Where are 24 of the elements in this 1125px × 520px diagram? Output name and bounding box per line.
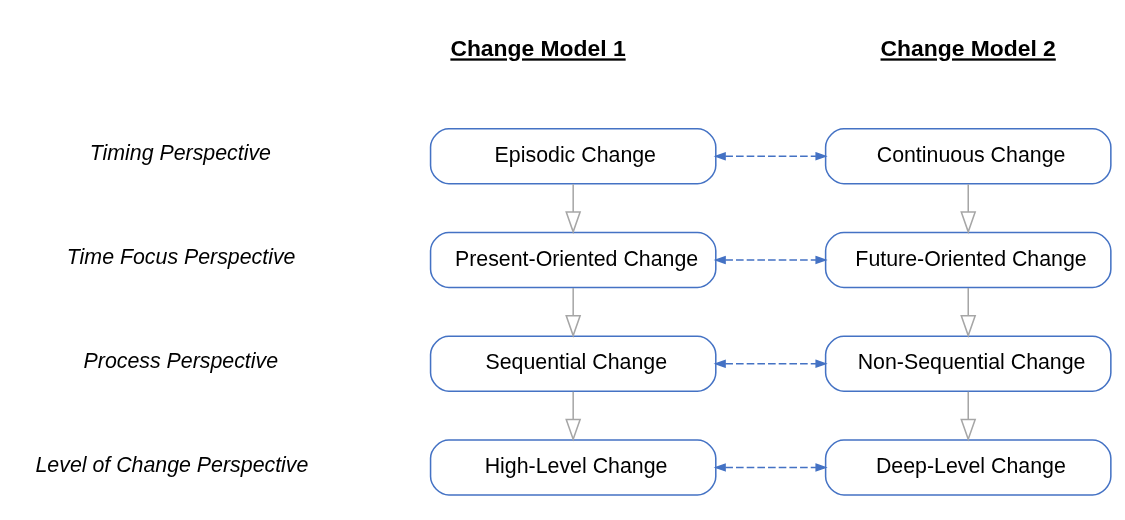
node-box: Present-Oriented Change xyxy=(429,231,717,289)
node-box: Continuous Change xyxy=(824,128,1112,185)
node-box: Episodic Change xyxy=(429,128,717,185)
arrow xyxy=(713,463,828,472)
node-box: Deep-Level Change xyxy=(824,439,1112,496)
arrow xyxy=(565,287,582,338)
label: Time Focus Perspective xyxy=(66,245,296,270)
node-box: Sequential Change xyxy=(429,335,717,392)
label: Process Perspective xyxy=(83,348,279,373)
label: Level of Change Perspective xyxy=(35,452,309,477)
arrow xyxy=(960,183,977,235)
arrow xyxy=(960,287,977,338)
node-box: Non-Sequential Change xyxy=(824,335,1112,392)
label: Timing Perspective xyxy=(89,141,271,166)
arrow xyxy=(960,390,977,442)
arrow xyxy=(713,152,828,161)
label: Change Model 1 xyxy=(450,35,626,62)
label: Change Model 2 xyxy=(880,35,1056,62)
arrow xyxy=(713,359,828,368)
arrow xyxy=(565,390,582,442)
node-box: Future-Oriented Change xyxy=(824,231,1112,289)
arrow xyxy=(565,183,582,235)
node-box: High-Level Change xyxy=(429,439,717,496)
arrow xyxy=(713,255,828,265)
